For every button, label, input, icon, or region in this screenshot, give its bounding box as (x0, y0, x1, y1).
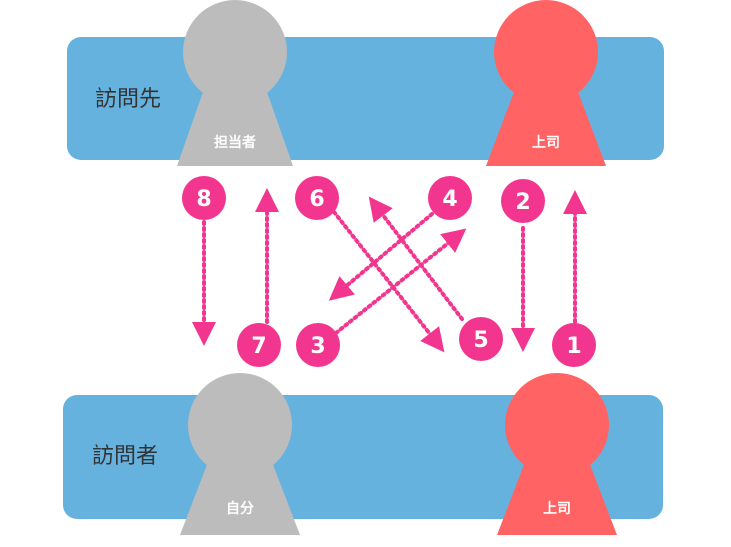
visitor-self-label: 自分 (226, 500, 254, 517)
step-badge-6: 6 (295, 176, 339, 220)
step-badge-1: 1 (552, 323, 596, 367)
host-contact-label: 担当者 (214, 134, 256, 151)
visitor-boss-label: 上司 (543, 501, 571, 517)
step-number-7: 7 (251, 334, 266, 359)
bottom-band-label: 訪問者 (92, 444, 158, 469)
step-number-3: 3 (310, 334, 325, 359)
visitor-self-person-icon (180, 373, 300, 535)
step-badge-3: 3 (296, 323, 340, 367)
step-number-2: 2 (515, 190, 530, 215)
arrow-step-4 (328, 212, 434, 301)
arrow-step-3 (334, 228, 467, 335)
step-badge-8: 8 (182, 176, 226, 220)
host-contact-person-icon (177, 0, 293, 166)
step-badge-5: 5 (459, 317, 503, 361)
step-number-6: 6 (309, 187, 324, 212)
arrow-step-5 (368, 196, 464, 321)
step-number-1: 1 (566, 334, 581, 359)
host-boss-person-icon (486, 0, 606, 166)
step-badge-2: 2 (501, 179, 545, 223)
step-badge-4: 4 (428, 176, 472, 220)
arrow-step-6 (332, 210, 445, 353)
visitor-boss-person-icon (497, 373, 617, 535)
step-number-4: 4 (442, 187, 457, 212)
step-number-8: 8 (196, 187, 211, 212)
top-band-label: 訪問先 (95, 87, 161, 112)
step-badge-7: 7 (237, 323, 281, 367)
step-number-5: 5 (473, 328, 488, 353)
host-boss-label: 上司 (532, 135, 560, 151)
